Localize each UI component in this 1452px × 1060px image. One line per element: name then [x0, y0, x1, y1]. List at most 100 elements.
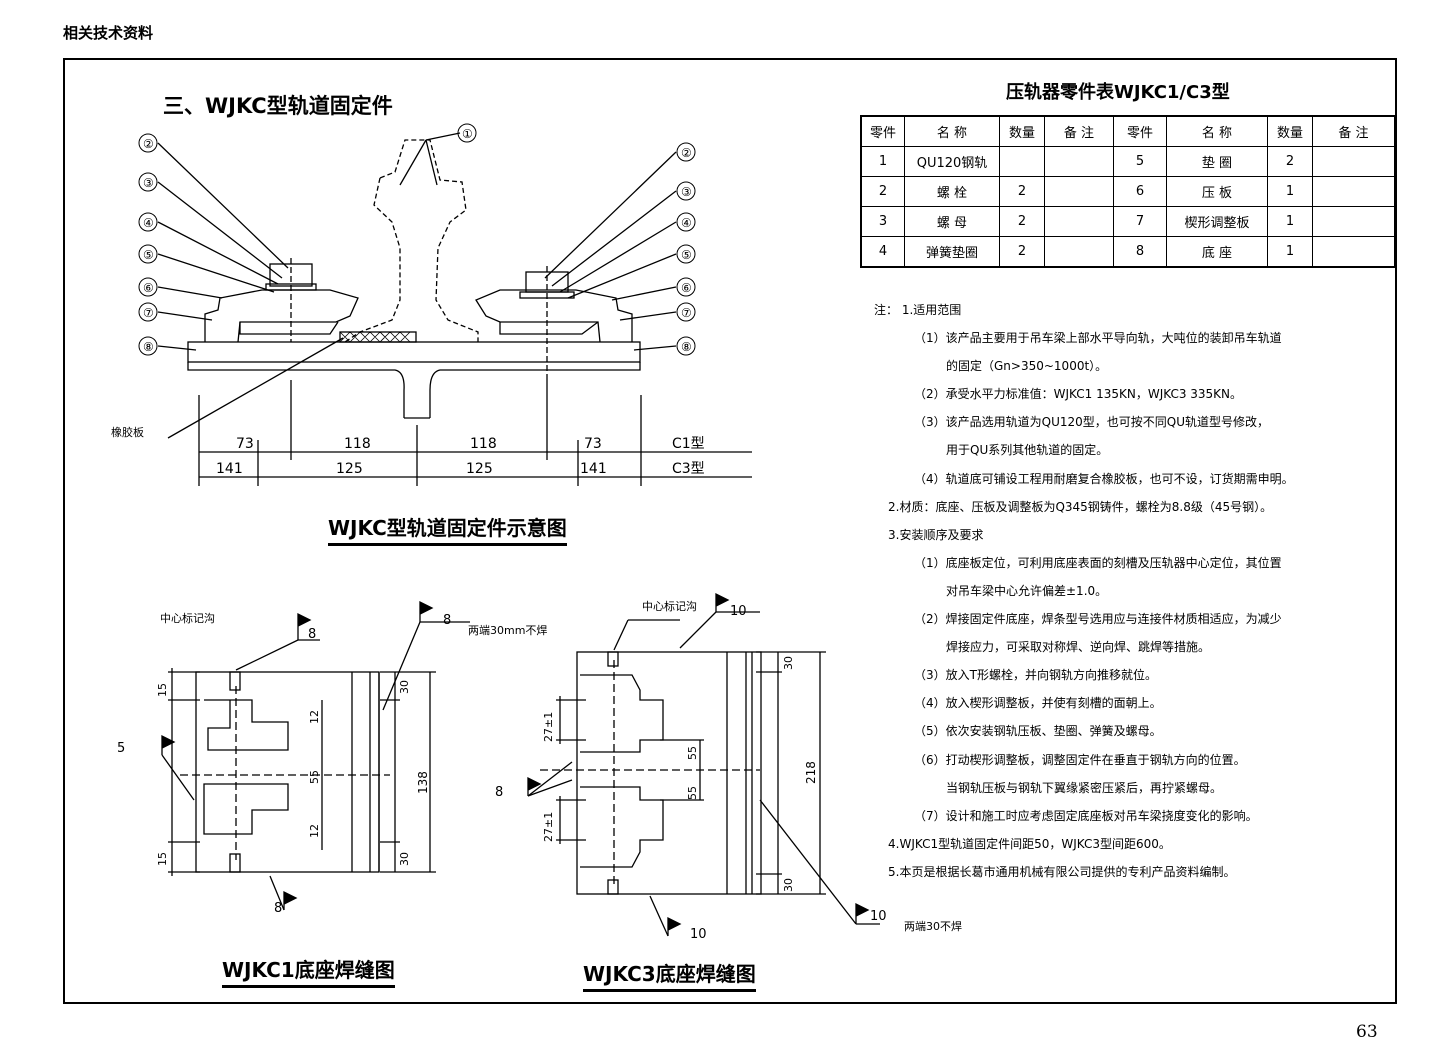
cell: QU120钢轨 [904, 146, 1000, 177]
callout-r5: ⑤ [681, 248, 692, 262]
c1-dim-12-bottom: 12 [308, 824, 321, 838]
note-line: 对吊车梁中心允许偏差±1.0。 [946, 583, 1108, 598]
callout-1: ① [462, 127, 473, 141]
cell [1044, 236, 1114, 268]
dim-c1-2: 118 [344, 436, 371, 452]
cell: 1 [1267, 236, 1313, 268]
cell: 7 [1113, 206, 1167, 237]
dim-c1-4: 73 [584, 436, 602, 452]
rubber-pad-label: 橡胶板 [111, 425, 144, 439]
c3-weld-10-right: 10 [870, 909, 887, 924]
schematic-callouts: ② ③ ④ ⑤ ⑥ ⑦ ⑧ ② ③ ④ ⑤ ⑥ ⑦ ⑧ ① 橡胶板 73 118… [111, 123, 705, 477]
cell: 3 [860, 206, 905, 237]
note-line: 3.安装顺序及要求 [888, 527, 984, 542]
note-line: 的固定（Gn>350~1000t）。 [946, 359, 1108, 374]
c1-weld-5: 5 [117, 741, 125, 756]
c3-dim-27-bottom: 27±1 [542, 812, 555, 842]
note-line: （1）该产品主要用于吊车梁上部水平导向轨，大吨位的装卸吊车轨道 [914, 331, 1282, 346]
c1-center-mark-label: 中心标记沟 [160, 611, 215, 625]
drawing-frame [63, 58, 1397, 1004]
th-qty-2: 数量 [1267, 115, 1313, 147]
note-line: （7）设计和施工时应考虑固定底座板对吊车梁挠度变化的影响。 [914, 808, 1258, 823]
note-line: 注： 1.适用范围 [874, 303, 962, 317]
weld-c1-drawing [161, 600, 470, 911]
cell [1044, 206, 1114, 237]
c1-dim-55: 55 [308, 770, 321, 784]
dim-c3-1: 141 [216, 461, 243, 477]
note-line: 用于QU系列其他轨道的固定。 [946, 443, 1109, 458]
cell [999, 146, 1045, 177]
c1-weld-caption: WJKC1底座焊缝图 [222, 954, 395, 988]
callout-r4: ④ [681, 216, 692, 230]
c3-weld-caption: WJKC3底座焊缝图 [583, 958, 756, 992]
cell: 2 [1267, 146, 1313, 177]
table-row: 3 螺 母 2 7 楔形调整板 1 [860, 206, 1396, 237]
c3-dim-27-top: 27±1 [542, 712, 555, 742]
th-remark: 备 注 [1044, 115, 1114, 147]
callout-3: ③ [143, 176, 154, 190]
cell [1312, 236, 1396, 268]
cell [1312, 176, 1396, 207]
cell: 1 [1267, 176, 1313, 207]
c1-dim-12-top: 12 [308, 710, 321, 724]
c1-dim-138: 138 [416, 771, 430, 794]
dim-c3-2: 125 [336, 461, 363, 477]
c3-dim-30-top: 30 [782, 656, 795, 670]
cell: 底 座 [1166, 236, 1268, 268]
note-line: （6）打动楔形调整板，调整固定件在垂直于钢轨方向的位置。 [914, 752, 1246, 767]
c3-dim-55-bottom: 55 [686, 786, 699, 800]
cell: 弹簧垫圈 [904, 236, 1000, 268]
note-line: 2.材质：底座、压板及调整板为Q345钢铸件，螺栓为8.8级（45号钢）。 [888, 499, 1273, 514]
th-part-no: 零件 [860, 115, 905, 147]
callout-r3: ③ [681, 185, 692, 199]
section-title: 三、WJKC型轨道固定件 [163, 94, 393, 118]
c3-weld-8: 8 [495, 785, 503, 800]
table-row: 2 螺 栓 2 6 压 板 1 [860, 176, 1396, 207]
table-row: 1 QU120钢轨 5 垫 圈 2 [860, 146, 1396, 177]
note-line: 5.本页是根据长葛市通用机械有限公司提供的专利产品资料编制。 [888, 864, 1236, 879]
cell: 1 [1267, 206, 1313, 237]
c1-dim-30-top: 30 [398, 680, 411, 694]
cell: 5 [1113, 146, 1167, 177]
callout-r7: ⑦ [681, 306, 692, 320]
cell: 6 [1113, 176, 1167, 207]
cell: 1 [860, 146, 905, 177]
note-line: （2）承受水平力标准值：WJKC1 135KN，WJKC3 335KN。 [914, 387, 1243, 402]
th-name-2: 名 称 [1166, 115, 1268, 147]
c1-weld-8-top: 8 [308, 627, 316, 642]
callout-r2: ② [681, 146, 692, 160]
callout-8: ⑧ [143, 340, 154, 354]
note-line: 4.WJKC1型轨道固定件间距50，WJKC3型间距600。 [888, 836, 1171, 851]
cell: 8 [1113, 236, 1167, 268]
dim-c1-3: 118 [470, 436, 497, 452]
note-line: （3）该产品选用轨道为QU120型，也可按不同QU轨道型号修改， [914, 415, 1269, 430]
cell: 4 [860, 236, 905, 268]
c1-weld-note: 两端30mm不焊 [468, 623, 547, 637]
cell: 压 板 [1166, 176, 1268, 207]
c3-weld-10-top: 10 [730, 604, 747, 619]
cell [1044, 146, 1114, 177]
parts-table: 零件 名 称 数量 备 注 零件 名 称 数量 备 注 1 QU120钢轨 5 … [860, 115, 1396, 268]
dim-c1-1: 73 [236, 436, 254, 452]
base-plate [187, 341, 641, 363]
note-line: （1）底座板定位，可利用底座表面的刻槽及压轨器中心定位，其位置 [914, 555, 1282, 570]
c1-weld-8-right: 8 [443, 613, 451, 628]
cell: 楔形调整板 [1166, 206, 1268, 237]
c3-dim-218: 218 [804, 761, 818, 784]
cell: 螺 母 [904, 206, 1000, 237]
c1-weld-8-bottom: 8 [274, 901, 282, 916]
dim-c3-3: 125 [466, 461, 493, 477]
c3-dim-30-bottom: 30 [782, 878, 795, 892]
parts-table-header-row: 零件 名 称 数量 备 注 零件 名 称 数量 备 注 [860, 115, 1396, 147]
parts-table-title: 压轨器零件表WJKC1/C3型 [1006, 82, 1230, 103]
note-line: （4）轨道底可铺设工程用耐磨复合橡胶板，也可不设，订货期需申明。 [914, 471, 1294, 486]
cell: 2 [860, 176, 905, 207]
c1-dim-30-bottom: 30 [398, 852, 411, 866]
weld-c1-labels: 中心标记沟 8 8 两端30mm不焊 5 8 15 15 12 55 12 30… [117, 611, 547, 916]
page-header: 相关技术资料 [63, 24, 154, 42]
table-row: 4 弹簧垫圈 2 8 底 座 1 [860, 236, 1396, 268]
note-line: （4）放入楔形调整板，并使有刻槽的面朝上。 [914, 696, 1162, 711]
cell: 2 [999, 176, 1045, 207]
c1-type-label: C1型 [672, 436, 705, 452]
cell [1312, 206, 1396, 237]
